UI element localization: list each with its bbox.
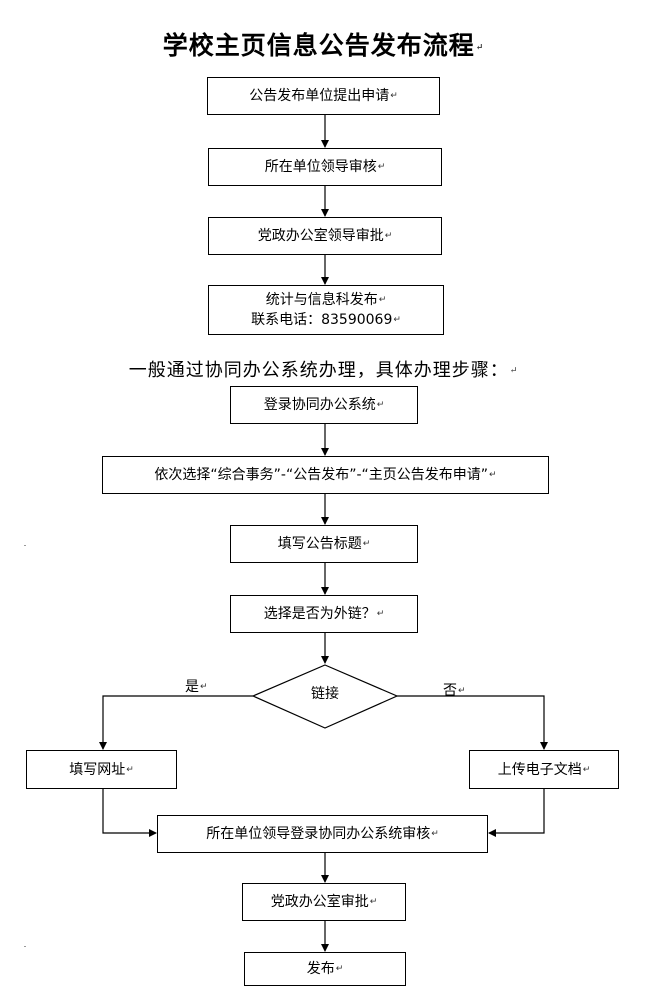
step-label: 统计与信息科发布 [265,292,378,308]
step-label: 党政办公室审批 [270,894,369,910]
step-label: 所在单位领导登录协同办公系统审核 [206,826,431,842]
arrow-decision-no [397,695,548,750]
contact-phone: 联系电话：83590069 [251,312,393,328]
step-fill-url: 填写网址↵ [26,750,177,789]
step-label: 填写公告标题 [277,536,362,552]
step-label: 所在单位领导审核 [264,159,377,175]
step-label: 依次选择“综合事务”-“公告发布”-“主页公告发布申请” [154,467,489,483]
step-label: 登录协同办公系统 [263,397,376,413]
step-upload-doc: 上传电子文档↵ [469,750,619,789]
step-label: 选择是否为外链？ [263,606,376,622]
step-party-approve-2: 党政办公室审批↵ [242,883,406,921]
step-label: 填写网址 [69,761,126,778]
step-choose-link: 选择是否为外链？↵ [230,595,418,633]
decision-diamond [251,664,399,729]
step-select-path: 依次选择“综合事务”-“公告发布”-“主页公告发布申请”↵ [102,456,549,494]
step-login: 登录协同办公系统↵ [230,386,418,424]
step-apply: 公告发布单位提出申请↵ [207,77,440,115]
margin-tick [24,946,26,947]
step-unit-review-system: 所在单位领导登录协同办公系统审核↵ [157,815,488,853]
margin-tick [24,545,26,546]
arrow-doc-to-review [488,789,545,837]
page-title: 学校主页信息公告发布流程↵ [162,31,485,60]
step-stat-publish: 统计与信息科发布↵ 联系电话：83590069↵ [208,285,444,335]
step-fill-title: 填写公告标题↵ [230,525,418,563]
step-party-approve: 党政办公室领导审批↵ [208,217,442,255]
no-label: 否↵ [443,683,466,699]
step-label: 党政办公室领导审批 [257,228,384,244]
yes-label: 是↵ [185,679,208,695]
step-label: 发布 [306,961,335,977]
decision-label: 链接 [311,686,339,702]
step-label: 上传电子文档 [497,761,582,778]
step-label: 公告发布单位提出申请 [249,88,390,104]
subtitle: 一般通过协同办公系统办理，具体办理步骤：↵ [128,360,519,381]
step-publish: 发布↵ [244,952,406,986]
arrow-url-to-review [102,789,157,837]
arrow-decision-yes [99,695,253,750]
step-unit-review: 所在单位领导审核↵ [208,148,442,186]
